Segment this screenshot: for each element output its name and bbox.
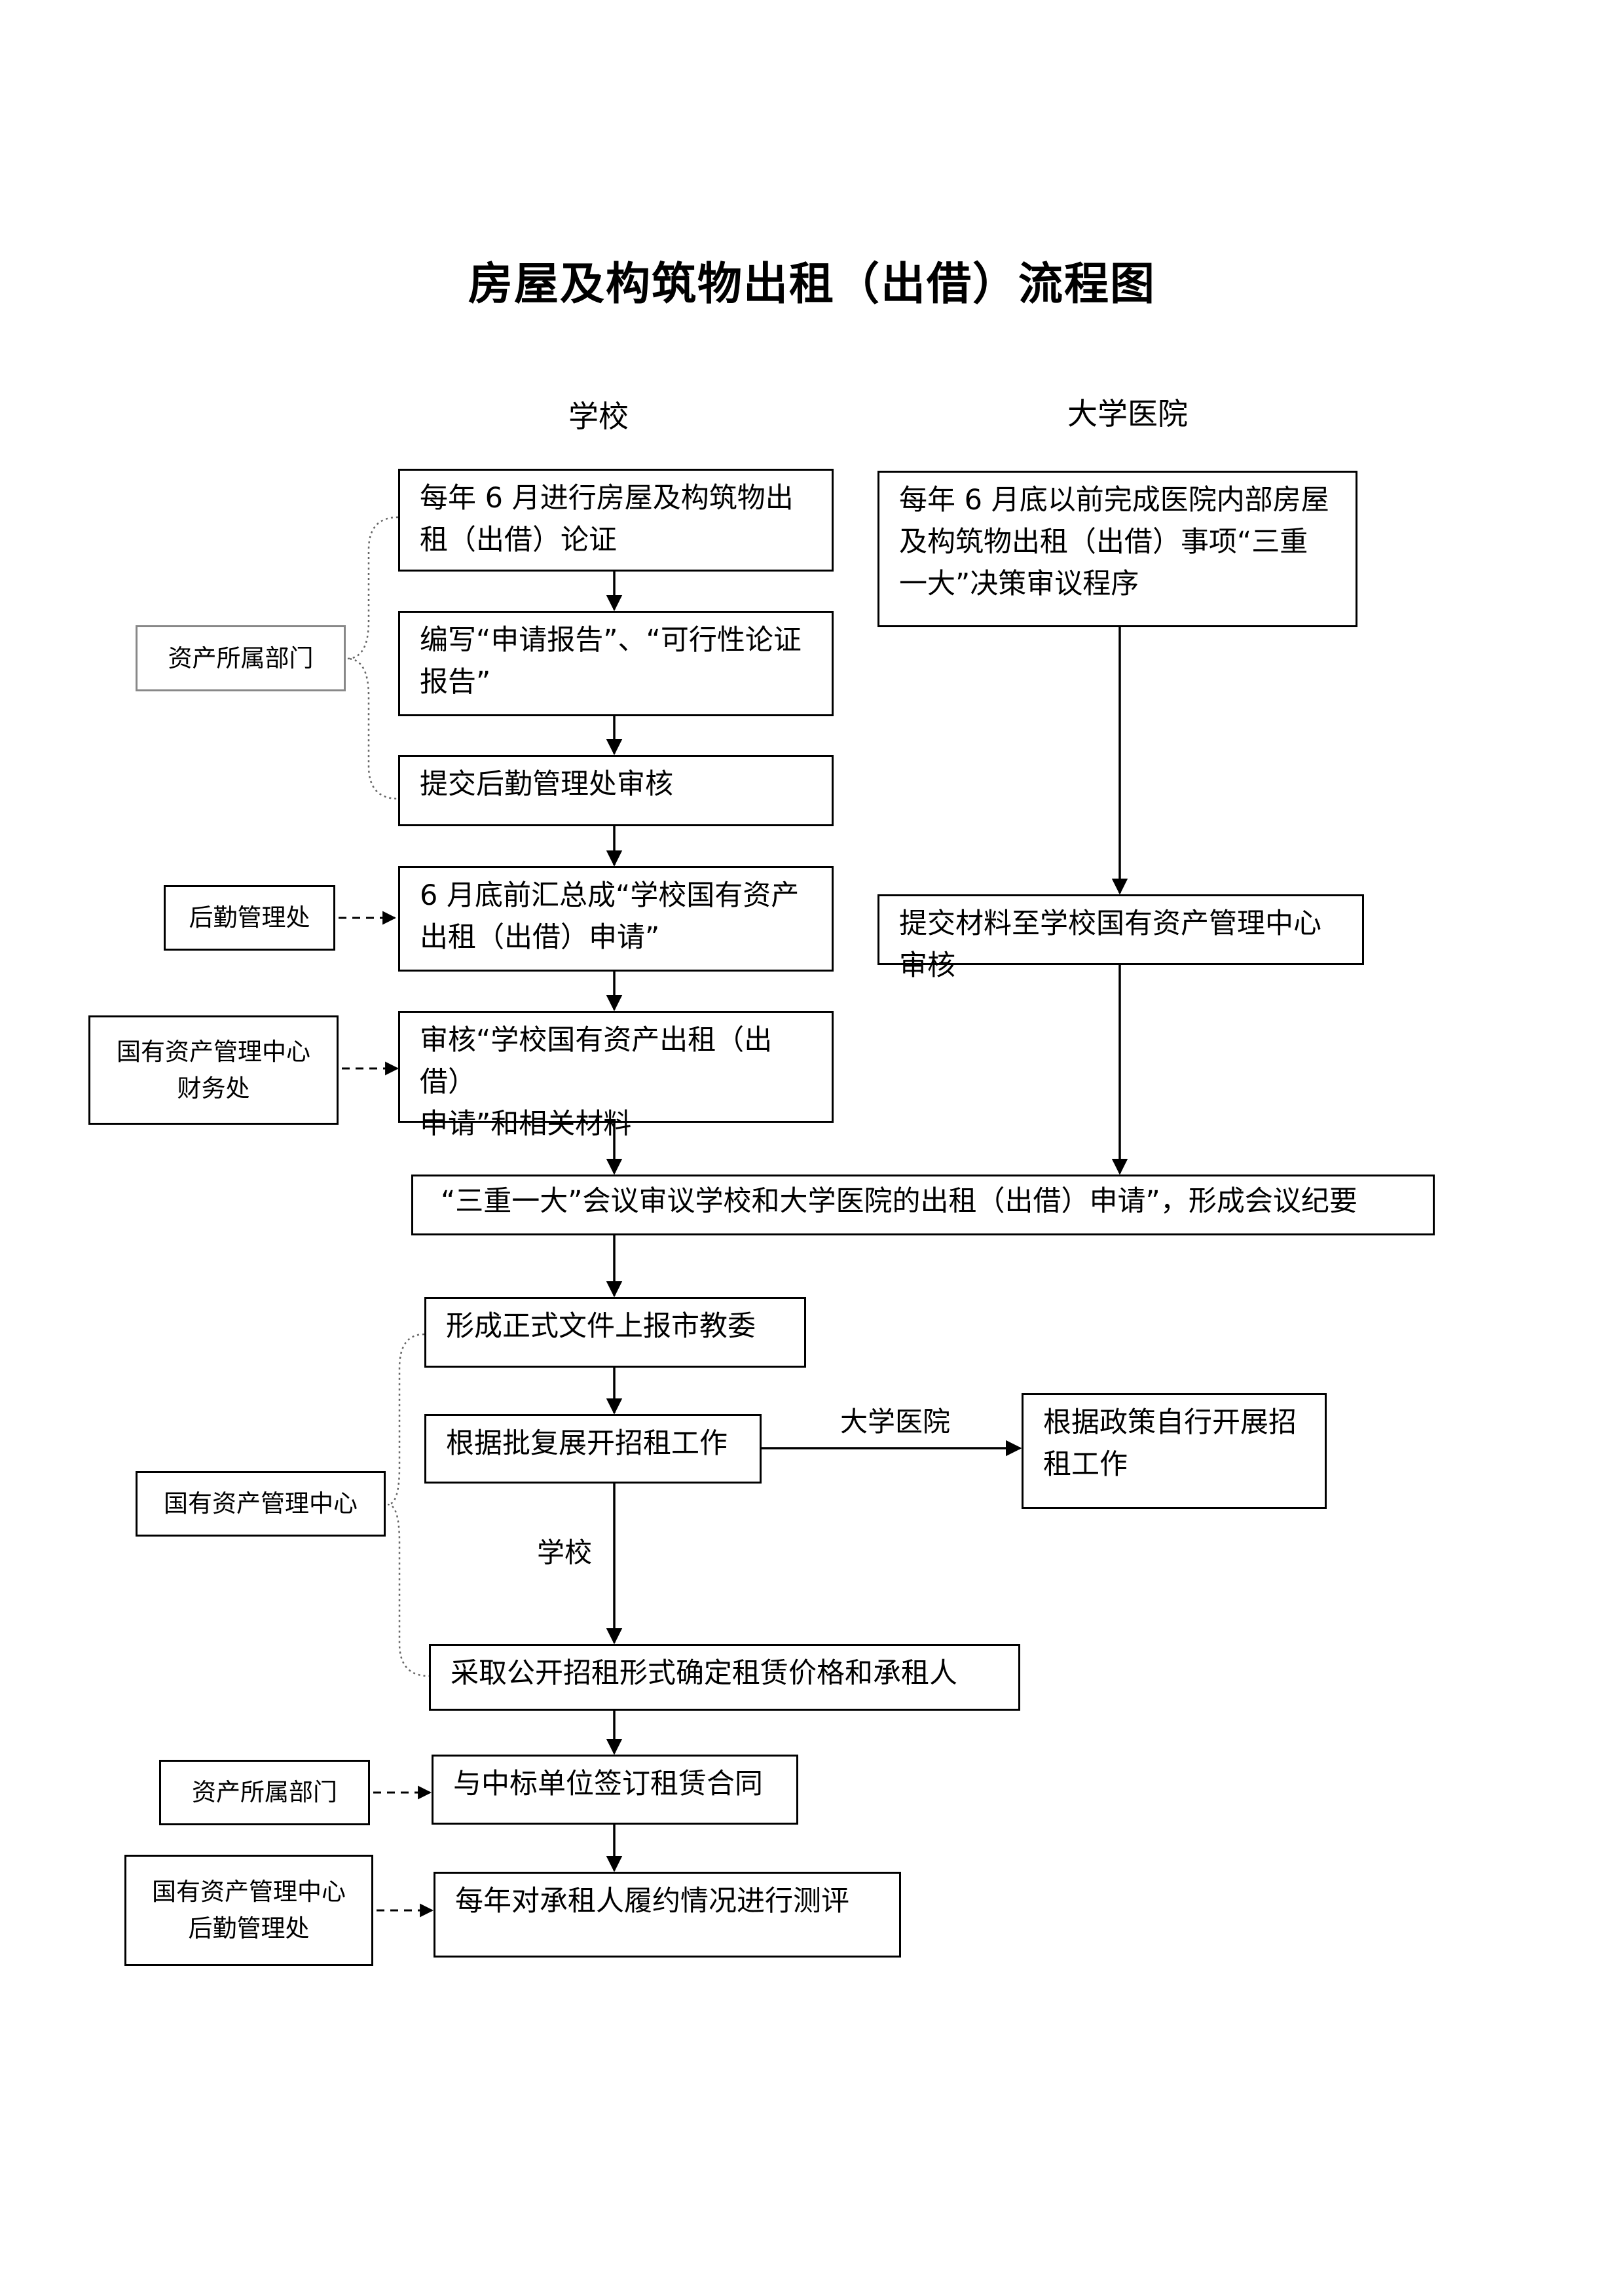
step-review-application: 审核“学校国有资产出租（出借） 申请”和相关材料 [398, 1011, 834, 1140]
step-text-line: “三重一大”会议审议学校和大学医院的出租（出借）申请”，形成会议纪要 [441, 1185, 1357, 1218]
step-formal-document: 形成正式文件上报市教委 [424, 1297, 806, 1368]
step-text-line: 报告” [420, 666, 491, 699]
step-hospital-decision: 每年 6 月底以前完成医院内部房屋 及构筑物出租（出借）事项“三重 一大”决策审… [877, 471, 1357, 627]
responsible-text-line: 资产所属部门 [192, 1778, 337, 1806]
step-text-line: 与中标单位签订租赁合同 [453, 1768, 763, 1800]
column-header-school: 学校 [568, 399, 629, 434]
step-text-line: 一大”决策审议程序 [899, 568, 1139, 600]
step-public-tender: 采取公开招租形式确定租赁价格和承租人 [429, 1644, 1020, 1711]
step-text-line: 根据批复展开招租工作 [446, 1427, 728, 1460]
responsible-asset-dept-2: 资产所属部门 [159, 1760, 370, 1825]
responsible-text-line: 国有资产管理中心 [164, 1489, 358, 1518]
step-text-line: 每年对承租人履约情况进行测评 [455, 1885, 849, 1918]
step-text-line: 租工作 [1043, 1448, 1128, 1481]
step-start-tender: 根据批复展开招租工作 [424, 1414, 762, 1484]
step-text-line: 根据政策自行开展招 [1043, 1406, 1297, 1439]
responsible-text-line: 财务处 [177, 1074, 250, 1102]
step-text-line: 及构筑物出租（出借）事项“三重 [899, 526, 1308, 558]
responsible-logistics: 后勤管理处 [164, 885, 335, 951]
step-submit-logistics: 提交后勤管理处审核 [398, 755, 834, 826]
step-hospital-own-tender: 根据政策自行开展招 租工作 [1022, 1393, 1327, 1509]
column-header-hospital: 大学医院 [1067, 396, 1188, 431]
step-text-line: 编写“申请报告”、“可行性论证 [420, 624, 802, 657]
responsible-text-line: 国有资产管理中心 [152, 1878, 346, 1906]
step-text-line: 每年 6 月进行房屋及构筑物出 [420, 482, 794, 515]
bracket-r4 [387, 1333, 430, 1677]
branch-label-hospital: 大学医院 [840, 1406, 951, 1438]
responsible-text-line: 后勤管理处 [188, 1914, 310, 1942]
responsible-asset-center: 国有资产管理中心 [136, 1471, 386, 1537]
responsible-text-line: 后勤管理处 [189, 903, 310, 932]
responsible-text-line: 国有资产管理中心 [117, 1037, 310, 1066]
step-text-line: 租（出借）论证 [420, 524, 617, 556]
responsible-text-line: 资产所属部门 [168, 644, 314, 672]
step-annual-review: 每年 6 月进行房屋及构筑物出 租（出借）论证 [398, 469, 834, 572]
responsible-asset-center-finance: 国有资产管理中心 财务处 [88, 1015, 339, 1125]
step-sign-contract: 与中标单位签订租赁合同 [432, 1755, 798, 1825]
step-text-line: 申请”和相关材料 [420, 1108, 632, 1140]
step-text-line: 每年 6 月底以前完成医院内部房屋 [899, 484, 1329, 517]
step-annual-evaluation: 每年对承租人履约情况进行测评 [434, 1872, 901, 1958]
responsible-asset-center-logistics: 国有资产管理中心 后勤管理处 [124, 1855, 373, 1966]
step-compile-application: 6 月底前汇总成“学校国有资产 出租（出借）申请” [398, 866, 834, 972]
step-text-line: 提交材料至学校国有资产管理中心审核 [899, 907, 1321, 982]
step-hospital-submit: 提交材料至学校国有资产管理中心审核 [877, 894, 1364, 982]
step-text-line: 审核“学校国有资产出租（出借） [420, 1024, 773, 1099]
step-text-line: 提交后勤管理处审核 [420, 768, 673, 801]
branch-label-school: 学校 [537, 1537, 593, 1569]
step-text-line: 形成正式文件上报市教委 [446, 1310, 756, 1343]
page-title: 房屋及构筑物出租（出借）流程图 [468, 258, 1156, 310]
step-write-report: 编写“申请报告”、“可行性论证 报告” [398, 611, 834, 716]
responsible-asset-dept: 资产所属部门 [136, 625, 346, 691]
step-meeting: “三重一大”会议审议学校和大学医院的出租（出借）申请”，形成会议纪要 [411, 1175, 1435, 1235]
bracket-r1 [346, 516, 399, 800]
step-text-line: 出租（出借）申请” [420, 921, 660, 954]
step-text-line: 6 月底前汇总成“学校国有资产 [420, 879, 800, 912]
step-text-line: 采取公开招租形式确定租赁价格和承租人 [451, 1657, 957, 1690]
